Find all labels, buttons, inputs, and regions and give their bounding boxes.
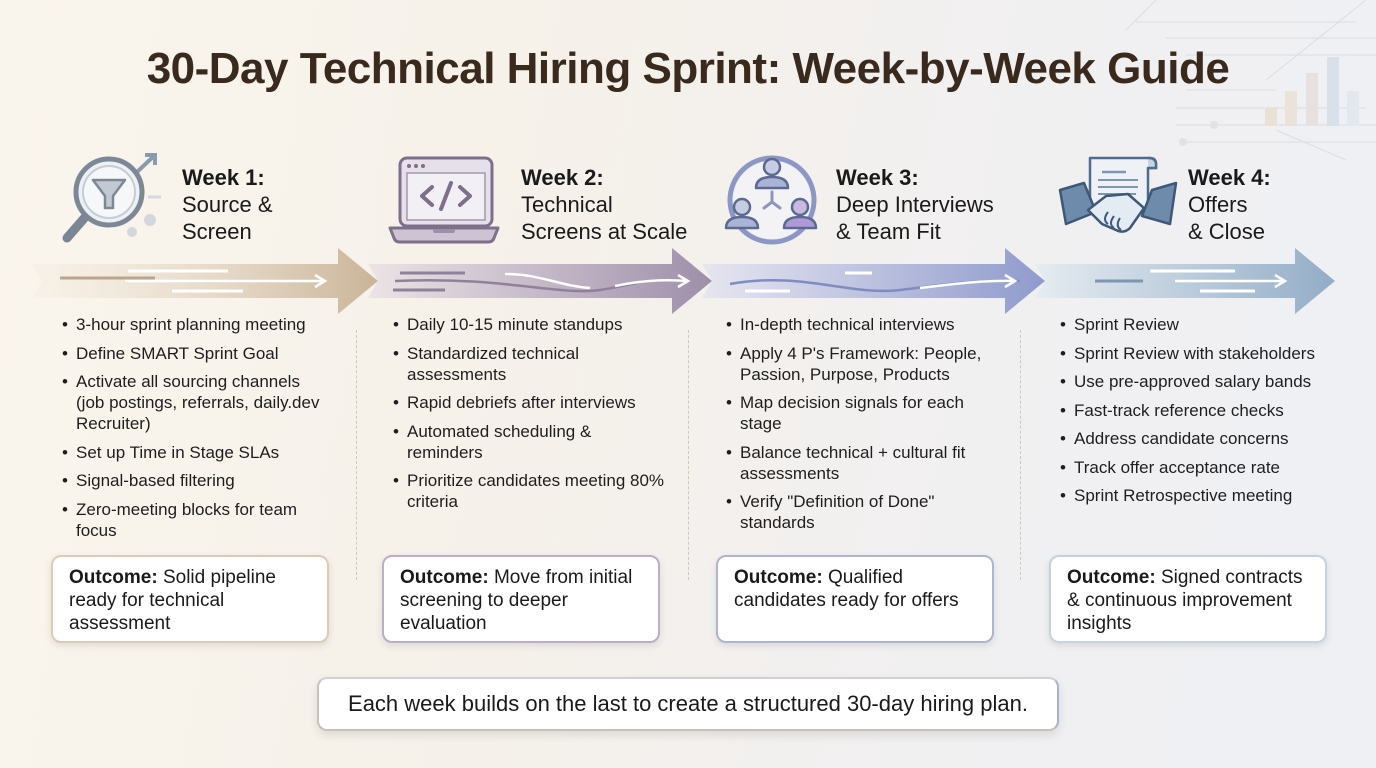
person-right [782,197,818,230]
list-item: 3-hour sprint planning meeting [62,314,332,335]
week-3-outcome-card: Outcome: Qualified candidates ready for … [716,555,994,643]
outcome-text: Qualified candidates ready for offers [734,567,959,611]
list-item: Track offer acceptance rate [1060,457,1350,478]
page-title: 30-Day Technical Hiring Sprint: Week-by-… [146,44,1230,93]
list-item: Zero-meeting blocks for team focus [62,499,332,541]
outcome-text: Solid pipeline ready for technical asses… [69,567,276,634]
week-4-column: Week 4: Offers & Close [1058,150,1376,250]
week-2-column: Week 2: Technical Screens at Scale [388,150,708,250]
list-item: Fast-track reference checks [1060,400,1350,421]
list-item: Rapid debriefs after interviews [393,392,665,413]
list-item: Signal-based filtering [62,470,332,491]
timeline-arrows [32,248,1335,314]
week-2-label: Week 2: [521,165,604,190]
handshake-contract-icon [1058,156,1178,233]
list-item: Automated scheduling & reminders [393,421,665,463]
list-item: Activate all sourcing channels (job post… [62,371,332,434]
week-4-arrow [1035,248,1335,314]
week-1-subtitle-line2: Screen [182,219,252,244]
outcome-label: Outcome: [734,567,823,588]
week-3-arrow [702,248,1045,314]
list-item: Set up Time in Stage SLAs [62,442,332,463]
week-3-task-list: In-depth technical interviews Apply 4 P'… [726,314,1001,541]
list-item: In-depth technical interviews [726,314,1001,335]
week-1-subtitle-line1: Source & [182,192,273,217]
week-4-subtitle-line2: & Close [1188,219,1266,244]
list-item: Sprint Review [1060,314,1350,335]
week-1-outcome-card: Outcome: Solid pipeline ready for techni… [51,555,329,643]
list-item: Standardized technical assessments [393,343,665,385]
list-item: Apply 4 P's Framework: People, Passion, … [726,343,1001,385]
outcome-label: Outcome: [400,567,489,588]
column-divider [356,330,357,580]
week-2-task-list: Daily 10-15 minute standups Standardized… [393,314,665,520]
column-divider [688,330,689,580]
person-left [724,197,760,230]
list-item: Map decision signals for each stage [726,392,1001,434]
week-1-task-list: 3-hour sprint planning meeting Define SM… [62,314,332,548]
list-item: Verify "Definition of Done" standards [726,491,1001,533]
week-4-label: Week 4: [1188,165,1271,190]
week-2-subtitle-line2: Screens at Scale [521,219,688,244]
week-3-column: Week 3: Deep Interviews & Team Fit [720,150,1040,250]
week-4-subtitle-line1: Offers [1188,192,1248,217]
person-top [754,157,790,190]
team-circle-icon [724,155,818,245]
week-1-arrow [32,248,378,314]
week-2-subtitle-line1: Technical [521,192,613,217]
week-3-label: Week 3: [836,165,919,190]
outcome-label: Outcome: [69,567,158,588]
list-item: Use pre-approved salary bands [1060,371,1350,392]
outcome-text: Move from initial screening to deeper ev… [400,567,633,634]
list-item: Address candidate concerns [1060,428,1350,449]
list-item: Daily 10-15 minute standups [393,314,665,335]
outcome-text: Signed contracts & continuous improvemen… [1067,567,1303,634]
week-3-subtitle-line2: & Team Fit [836,219,941,244]
list-item: Prioritize candidates meeting 80% criter… [393,470,665,512]
column-divider [1020,330,1021,580]
week-4-outcome-card: Outcome: Signed contracts & continuous i… [1049,555,1327,643]
week-1-label: Week 1: [182,165,265,190]
outcome-label: Outcome: [1067,567,1156,588]
week-2-arrow [368,248,712,314]
week-4-task-list: Sprint Review Sprint Review with stakeho… [1060,314,1350,514]
laptop-code-icon [388,156,500,244]
week-3-subtitle-line1: Deep Interviews [836,192,994,217]
week-2-outcome-card: Outcome: Move from initial screening to … [382,555,660,643]
list-item: Balance technical + cultural fit assessm… [726,442,1001,484]
list-item: Sprint Retrospective meeting [1060,485,1350,506]
week-1-column: Week 1: Source & Screen [55,150,375,250]
summary-banner: Each week builds on the last to create a… [317,677,1059,731]
list-item: Sprint Review with stakeholders [1060,343,1350,364]
list-item: Define SMART Sprint Goal [62,343,332,364]
magnifier-funnel-icon [62,153,161,243]
